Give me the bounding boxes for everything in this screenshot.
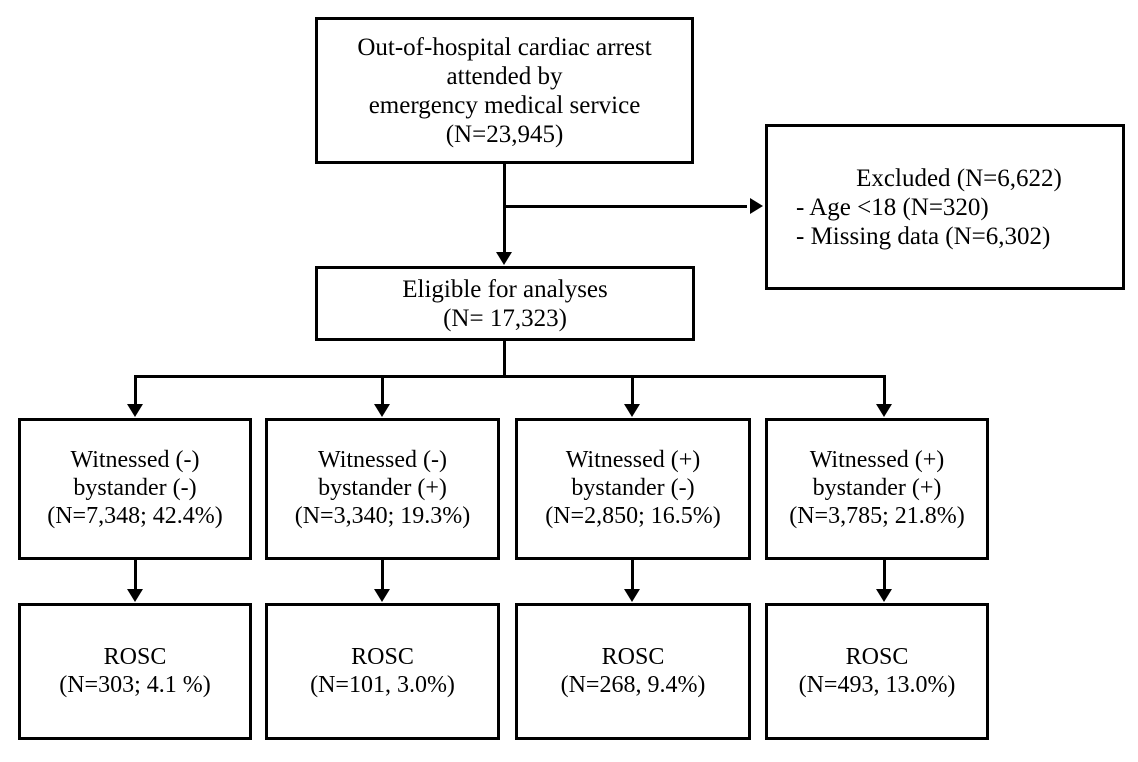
connector-eligible-to-bus — [503, 341, 506, 377]
connector-bus-to-group-4 — [883, 375, 886, 405]
connector-group-1-to-outcome-1 — [134, 560, 137, 590]
node-ohca: Out-of-hospital cardiac arrest attended … — [315, 17, 694, 164]
arrowhead-outcome-3 — [624, 589, 640, 602]
node-outcome-4: ROSC (N=493, 13.0%) — [765, 603, 989, 740]
node-outcome-3-line-2: (N=268, 9.4%) — [560, 671, 706, 698]
connector-bus-to-group-2 — [381, 375, 384, 405]
node-group-2-line-1: Witnessed (-) — [318, 447, 447, 474]
node-excluded: Excluded (N=6,622) - Age <18 (N=320) - M… — [765, 124, 1125, 290]
arrowhead-group-3 — [624, 404, 640, 417]
node-outcome-1-line-1: ROSC — [103, 643, 167, 670]
node-ohca-line-2: attended by — [446, 62, 563, 90]
node-outcome-2-line-2: (N=101, 3.0%) — [310, 671, 455, 698]
node-outcome-3-line-1: ROSC — [601, 643, 665, 670]
arrowhead-group-4 — [876, 404, 892, 417]
node-group-1-line-1: Witnessed (-) — [70, 447, 200, 474]
node-ohca-line-4: (N=23,945) — [445, 120, 564, 148]
arrowhead-group-1 — [127, 404, 143, 417]
node-outcome-1: ROSC (N=303; 4.1 %) — [18, 603, 252, 740]
arrowhead-excluded — [750, 198, 763, 214]
arrowhead-outcome-2 — [374, 589, 390, 602]
arrowhead-outcome-1 — [127, 589, 143, 602]
node-outcome-2: ROSC (N=101, 3.0%) — [265, 603, 500, 740]
node-eligible: Eligible for analyses (N= 17,323) — [315, 266, 695, 341]
node-outcome-1-line-2: (N=303; 4.1 %) — [59, 671, 211, 698]
node-group-2-line-2: bystander (+) — [318, 475, 447, 502]
node-outcome-2-line-1: ROSC — [351, 643, 414, 670]
arrowhead-eligible — [496, 252, 512, 265]
node-group-4-line-3: (N=3,785; 21.8%) — [789, 502, 965, 529]
connector-group-2-to-outcome-2 — [381, 560, 384, 590]
connector-group-4-to-outcome-4 — [883, 560, 886, 590]
node-outcome-4-line-2: (N=493, 13.0%) — [798, 671, 956, 698]
arrowhead-group-2 — [374, 404, 390, 417]
node-group-2-line-3: (N=3,340; 19.3%) — [294, 502, 471, 529]
node-ohca-line-1: Out-of-hospital cardiac arrest — [357, 33, 652, 61]
node-group-1-line-2: bystander (-) — [73, 475, 197, 502]
node-excluded-line-1: Excluded (N=6,622) — [856, 164, 1062, 192]
node-eligible-line-2: (N= 17,323) — [443, 304, 567, 332]
connector-ohca-to-eligible — [503, 164, 506, 253]
connector-branch-bus — [134, 375, 886, 378]
connector-group-3-to-outcome-3 — [631, 560, 634, 590]
connector-bus-to-group-3 — [631, 375, 634, 405]
node-group-4-line-2: bystander (+) — [812, 475, 942, 502]
node-eligible-line-1: Eligible for analyses — [402, 275, 608, 303]
node-group-4: Witnessed (+) bystander (+) (N=3,785; 21… — [765, 418, 989, 560]
node-group-3-line-1: Witnessed (+) — [565, 447, 701, 474]
node-group-1: Witnessed (-) bystander (-) (N=7,348; 42… — [18, 418, 252, 560]
arrowhead-outcome-4 — [876, 589, 892, 602]
connector-bus-to-group-1 — [134, 375, 137, 405]
node-group-2: Witnessed (-) bystander (+) (N=3,340; 19… — [265, 418, 500, 560]
node-group-1-line-3: (N=7,348; 42.4%) — [47, 502, 223, 529]
node-group-3-line-2: bystander (-) — [571, 475, 695, 502]
node-excluded-line-2: - Age <18 (N=320) — [796, 193, 989, 221]
node-group-3: Witnessed (+) bystander (-) (N=2,850; 16… — [515, 418, 751, 560]
node-group-4-line-1: Witnessed (+) — [809, 447, 945, 474]
node-excluded-line-3: - Missing data (N=6,302) — [796, 222, 1051, 250]
node-outcome-4-line-1: ROSC — [845, 643, 909, 670]
node-ohca-line-3: emergency medical service — [368, 91, 641, 119]
node-outcome-3: ROSC (N=268, 9.4%) — [515, 603, 751, 740]
connector-to-excluded — [503, 205, 747, 208]
node-group-3-line-3: (N=2,850; 16.5%) — [545, 502, 721, 529]
